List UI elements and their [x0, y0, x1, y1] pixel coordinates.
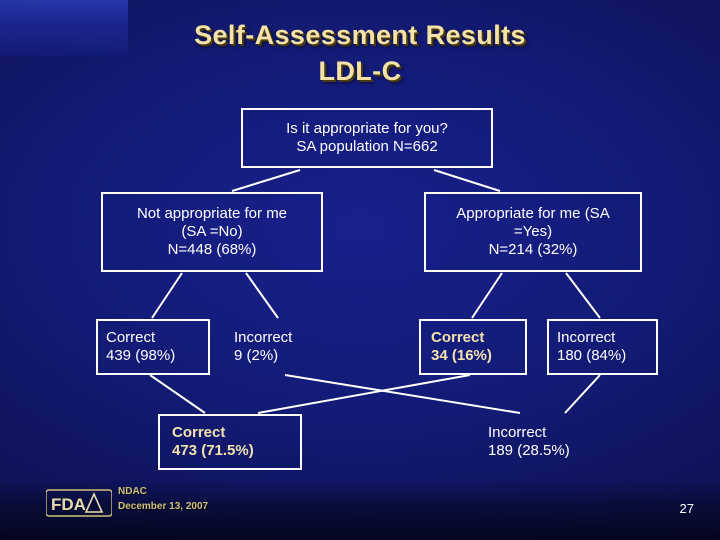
node-branch-right: Appropriate for me (SA =Yes) N=214 (32%) — [424, 192, 642, 272]
branch-left-line-2: (SA =No) — [181, 222, 243, 240]
leaf-left-incorrect-value: 9 (2%) — [234, 347, 279, 364]
branch-right-line-2: =Yes) — [513, 222, 553, 240]
node-root-line-2: SA population N=662 — [296, 138, 438, 155]
node-root-line-1: Is it appropriate for you? — [286, 119, 448, 137]
node-leaf-left-incorrect: Incorrect 9 (2%) — [212, 319, 342, 375]
branch-left-line-1: Not appropriate for me — [136, 204, 288, 222]
footer-org-block: NDAC December 13, 2007 — [118, 485, 208, 514]
node-leaf-right-correct: Correct 34 (16%) — [419, 319, 527, 375]
leaf-left-incorrect-label: Incorrect — [234, 328, 293, 346]
leaf-left-correct-label: Correct — [106, 328, 156, 346]
total-correct-label: Correct — [172, 423, 226, 441]
decorative-top-left-block-2 — [0, 26, 128, 56]
leaf-right-correct-value: 34 (16%) — [431, 347, 492, 364]
leaf-right-incorrect-value: 180 (84%) — [557, 347, 627, 364]
footer-org: NDAC — [118, 486, 147, 497]
total-incorrect-value: 189 (28.5%) — [488, 442, 570, 459]
total-correct-value: 473 (71.5%) — [172, 442, 254, 459]
title-line-1: Self-Assessment Results — [194, 20, 526, 50]
leaf-right-correct-label: Correct — [431, 328, 485, 346]
branch-left-line-3: N=448 (68%) — [167, 241, 257, 259]
node-leaf-left-correct: Correct 439 (98%) — [96, 319, 210, 375]
branch-right-line-1: Appropriate for me (SA — [456, 204, 610, 222]
node-root: Is it appropriate for you? SA population… — [241, 108, 493, 168]
svg-text:FDA: FDA — [51, 495, 86, 514]
page-title: Self-Assessment Results LDL-C — [0, 18, 720, 89]
node-leaf-right-incorrect: Incorrect 180 (84%) — [547, 319, 658, 375]
node-branch-left: Not appropriate for me (SA =No) N=448 (6… — [101, 192, 323, 272]
page-number: 27 — [679, 501, 694, 516]
footer-bar — [0, 478, 720, 540]
total-incorrect-label: Incorrect — [488, 423, 547, 441]
decorative-top-left-block — [0, 0, 128, 26]
title-line-2: LDL-C — [318, 55, 402, 86]
branch-right-line-3: N=214 (32%) — [488, 241, 578, 259]
node-total-incorrect: Incorrect 189 (28.5%) — [484, 414, 614, 470]
fda-logo-icon: FDA — [46, 489, 112, 517]
footer-date: December 13, 2007 — [118, 500, 209, 512]
leaf-right-incorrect-label: Incorrect — [557, 328, 616, 346]
leaf-left-correct-value: 439 (98%) — [106, 347, 176, 364]
node-total-correct: Correct 473 (71.5%) — [158, 414, 302, 470]
